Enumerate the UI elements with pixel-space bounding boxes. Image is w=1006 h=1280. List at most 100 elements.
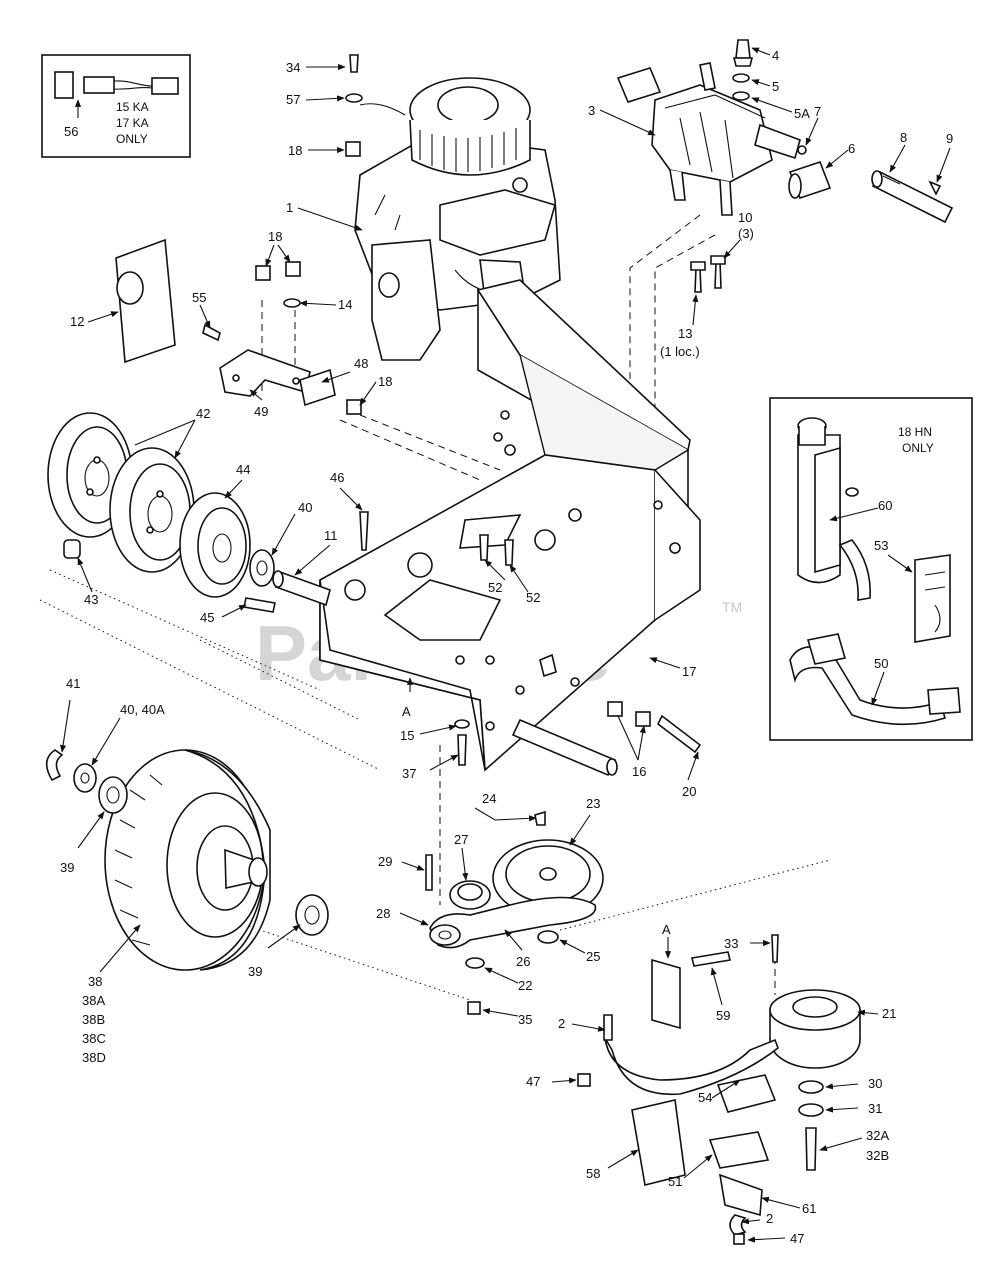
note-18hn-only: ONLY — [902, 441, 934, 455]
label-13: 13 — [678, 326, 692, 341]
label-11: 11 — [324, 528, 338, 543]
note-only: ONLY — [116, 132, 148, 146]
bracket-a — [651, 958, 681, 1030]
label-a1: A — [402, 704, 411, 719]
nut-47a — [577, 1073, 591, 1087]
label-32b: 32B — [866, 1148, 889, 1163]
nut-35 — [467, 1001, 481, 1015]
label-17: 17 — [682, 664, 696, 679]
label-18c: 18 — [378, 374, 392, 389]
label-38b: 38B — [82, 1012, 105, 1027]
part-labels: 34 57 18 1 4 5 5A 3 7 6 8 9 10 (3) 13 (1… — [60, 48, 953, 1246]
label-61: 61 — [802, 1201, 816, 1216]
spacer-43 — [63, 539, 81, 559]
inset-muffler-box: 18 HN ONLY 60 53 50 — [769, 397, 973, 741]
label-13-note: (1 loc.) — [660, 344, 700, 359]
note-17ka: 17 KA — [116, 116, 149, 130]
label-a2: A — [662, 922, 671, 937]
label-34: 34 — [286, 60, 300, 75]
label-50: 50 — [874, 656, 888, 671]
label-55: 55 — [192, 290, 206, 305]
exhaust-pipe-50 — [789, 633, 961, 726]
bolt-59 — [691, 951, 731, 967]
plug-connector-mid — [83, 76, 115, 94]
bolt-52a — [479, 534, 489, 561]
key-24 — [534, 810, 546, 826]
arm-28 — [429, 924, 461, 946]
bolt-52b — [504, 539, 514, 566]
clip-2b — [729, 1214, 747, 1236]
label-42: 42 — [196, 406, 210, 421]
rod-2-end — [603, 1014, 613, 1041]
label-6: 6 — [848, 141, 855, 156]
rod-2 — [604, 1037, 779, 1096]
belt-26 — [429, 896, 597, 949]
label-5: 5 — [772, 79, 779, 94]
washer-22 — [465, 957, 485, 969]
label-38a: 38A — [82, 993, 105, 1008]
bracket-54 — [716, 1074, 777, 1113]
note-18hn: 18 HN — [898, 425, 932, 439]
nut-18b — [285, 261, 301, 277]
bracket-49 — [219, 349, 311, 397]
label-53: 53 — [874, 538, 888, 553]
washer-5 — [732, 73, 750, 83]
pulley-23 — [492, 839, 604, 917]
label-30: 30 — [868, 1076, 882, 1091]
label-22: 22 — [518, 978, 532, 993]
washer-15 — [454, 719, 470, 729]
bolt-20 — [656, 714, 702, 754]
label-18-top: 18 — [288, 143, 302, 158]
label-35: 35 — [518, 1012, 532, 1027]
nut-18a — [255, 265, 271, 281]
washer-14 — [283, 298, 301, 308]
label-52a: 52 — [488, 580, 502, 595]
label-46: 46 — [330, 470, 344, 485]
pulley-44 — [179, 492, 251, 598]
label-56: 56 — [64, 124, 78, 139]
label-8: 8 — [900, 130, 907, 145]
coupler-6 — [788, 160, 832, 200]
watermark-tm: TM — [722, 599, 742, 615]
bolt-32a — [805, 1127, 817, 1171]
label-32a: 32A — [866, 1128, 889, 1143]
label-10: 10 — [738, 210, 752, 225]
label-43: 43 — [84, 592, 98, 607]
label-21: 21 — [882, 1006, 896, 1021]
nut-16a — [607, 701, 623, 717]
inset-plug-box: 56 15 KA 17 KA ONLY — [41, 54, 191, 158]
bushing-39b — [295, 894, 329, 936]
label-40-40a: 40, 40A — [120, 702, 165, 717]
label-38c: 38C — [82, 1031, 106, 1046]
label-16: 16 — [632, 764, 646, 779]
label-38: 38 — [88, 974, 102, 989]
washer-25 — [537, 930, 559, 944]
bolt-33 — [771, 934, 779, 963]
wheel-38 — [104, 749, 271, 971]
label-41: 41 — [66, 676, 80, 691]
muffler-60 — [797, 417, 871, 601]
key-9 — [928, 180, 942, 196]
nut-16b — [635, 711, 651, 727]
label-49: 49 — [254, 404, 268, 419]
nut-18-top — [345, 141, 361, 157]
heat-shield-53 — [914, 554, 951, 643]
label-39a: 39 — [60, 860, 74, 875]
nut-18c — [346, 399, 362, 415]
washer-40-40a — [73, 763, 97, 793]
label-3: 3 — [588, 103, 595, 118]
fitting-4 — [732, 39, 754, 67]
label-37: 37 — [402, 766, 416, 781]
screw-55 — [202, 323, 221, 342]
washer-31 — [798, 1103, 824, 1117]
pin-29 — [425, 854, 433, 891]
label-10-qty: (3) — [738, 226, 754, 241]
label-58: 58 — [586, 1166, 600, 1181]
plug-connector-left — [54, 71, 74, 99]
bolt-45 — [243, 597, 276, 613]
bushing-39 — [98, 776, 128, 814]
label-44: 44 — [236, 462, 250, 477]
idler-27 — [449, 880, 491, 910]
label-2b: 2 — [766, 1211, 773, 1226]
label-7: 7 — [814, 104, 821, 119]
